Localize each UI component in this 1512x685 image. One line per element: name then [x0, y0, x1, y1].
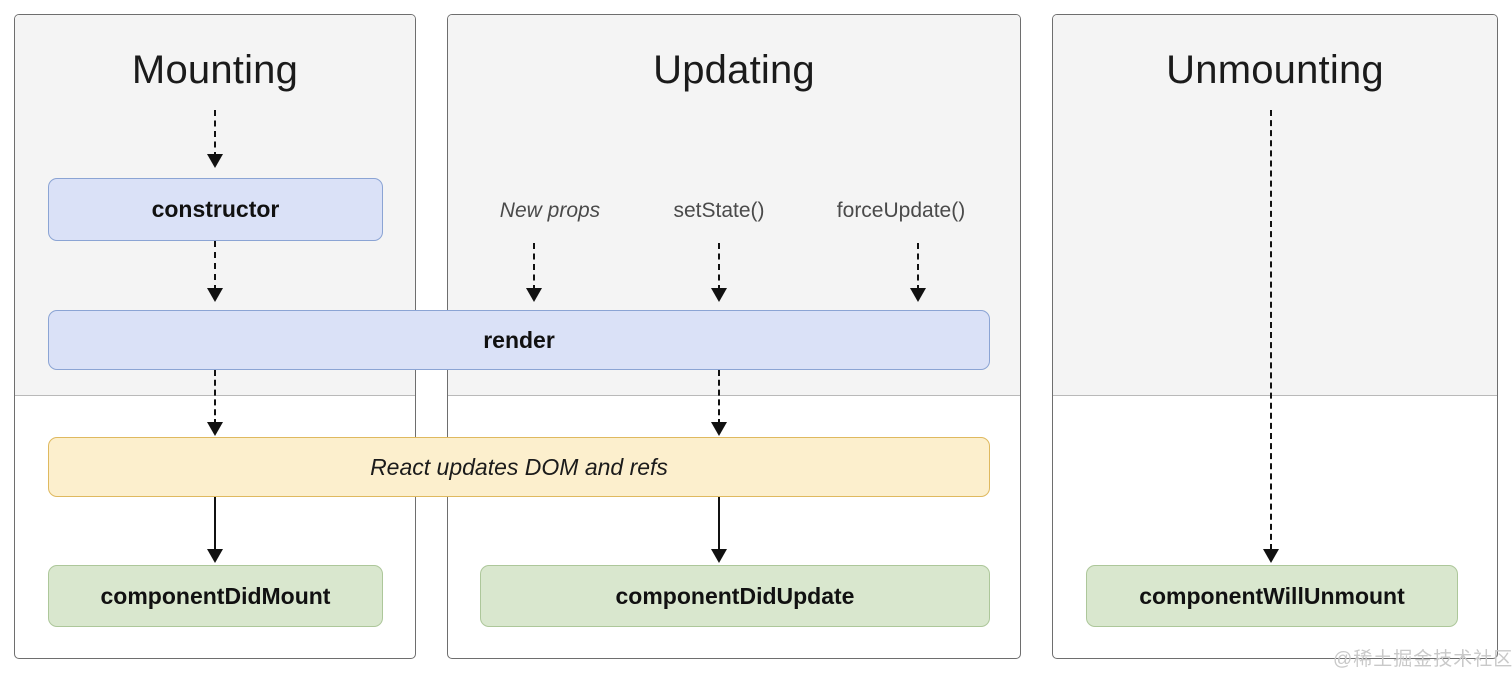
box-component-will-unmount[interactable]: componentWillUnmount: [1086, 565, 1458, 627]
connector-force-update-to-render: [917, 243, 919, 291]
box-component-did-mount[interactable]: componentDidMount: [48, 565, 383, 627]
arrowhead-render-to-react-updates-mounting: [207, 422, 223, 436]
connector-react-updates-to-did-update: [718, 497, 720, 550]
connector-new-props-to-render: [533, 243, 535, 291]
arrowhead-unmounting-to-will-unmount: [1263, 549, 1279, 563]
connector-constructor-to-render: [214, 241, 216, 291]
box-component-did-update[interactable]: componentDidUpdate: [480, 565, 990, 627]
arrowhead-mounting-to-constructor: [207, 154, 223, 168]
watermark-label: @稀土掘金技术社区: [1333, 649, 1512, 670]
box-react-updates-dom-and-refs[interactable]: React updates DOM and refs: [48, 437, 990, 497]
connector-react-updates-to-did-mount: [214, 497, 216, 550]
arrowhead-set-state-to-render: [711, 288, 727, 302]
trigger-label-force-update: forceUpdate(): [836, 199, 966, 222]
arrowhead-react-updates-to-did-mount: [207, 549, 223, 563]
arrowhead-constructor-to-render: [207, 288, 223, 302]
phase-title-unmounting: Unmounting: [1166, 48, 1384, 92]
trigger-label-new-props: New props: [499, 199, 601, 222]
phase-title-mounting: Mounting: [131, 48, 299, 92]
arrowhead-new-props-to-render: [526, 288, 542, 302]
box-constructor[interactable]: constructor: [48, 178, 383, 241]
trigger-label-set-state: setState(): [673, 199, 765, 222]
box-render[interactable]: render: [48, 310, 990, 370]
arrowhead-react-updates-to-did-update: [711, 549, 727, 563]
connector-mounting-to-constructor: [214, 110, 216, 158]
connector-set-state-to-render: [718, 243, 720, 291]
arrowhead-force-update-to-render: [910, 288, 926, 302]
arrowhead-render-to-react-updates-updating: [711, 422, 727, 436]
connector-render-to-react-updates-mounting: [214, 370, 216, 425]
connector-unmounting-to-will-unmount: [1270, 110, 1272, 550]
connector-render-to-react-updates-updating: [718, 370, 720, 425]
unmounting-render-band: [1053, 15, 1497, 396]
phase-title-updating: Updating: [653, 48, 815, 92]
